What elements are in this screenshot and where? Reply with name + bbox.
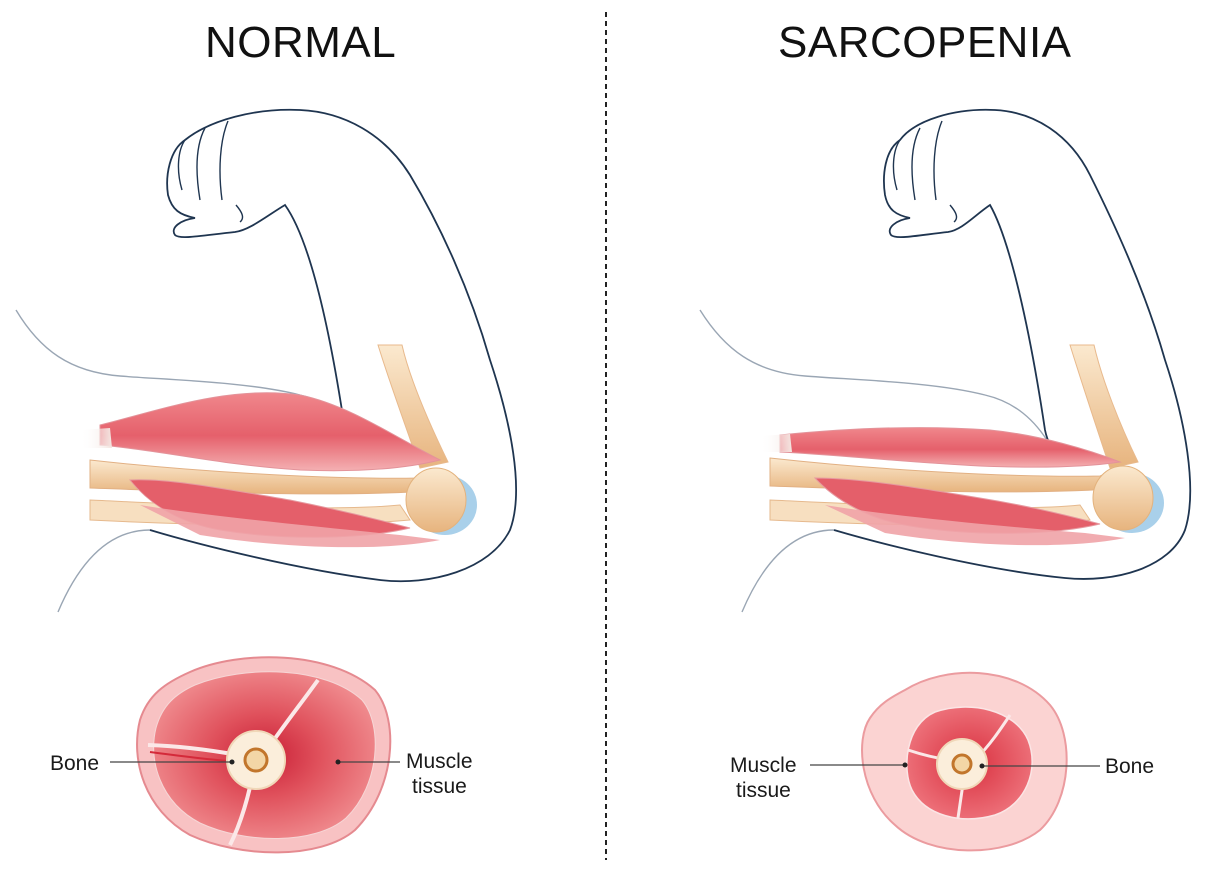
normal-cross-section bbox=[110, 656, 400, 854]
normal-title: NORMAL bbox=[205, 18, 397, 67]
sarcopenia-biceps-tendon bbox=[760, 434, 792, 452]
sarcopenia-biceps bbox=[779, 427, 1122, 468]
normal-biceps bbox=[99, 392, 442, 472]
normal-bone-label: Bone bbox=[50, 752, 100, 775]
normal-fist-fingers bbox=[177, 120, 244, 223]
sarcopenia-muscle-label-line1: Muscle bbox=[730, 754, 797, 777]
normal-muscle-label-line2: tissue bbox=[412, 775, 467, 798]
normal-arm-outline bbox=[149, 108, 517, 583]
sarcopenia-bone-cortex bbox=[951, 753, 973, 775]
sarcopenia-arm-illustration bbox=[699, 108, 1192, 613]
normal-lower-muscle-2 bbox=[140, 505, 440, 548]
sarcopenia-elbow-joint bbox=[1092, 465, 1154, 531]
sarcopenia-humerus bbox=[1069, 344, 1139, 469]
sarcopenia-cross-section bbox=[810, 671, 1100, 852]
normal-muscle-label-line1: Muscle bbox=[406, 750, 473, 773]
normal-humerus bbox=[377, 344, 449, 469]
sarcopenia-muscle-label: Muscle tissue bbox=[730, 753, 797, 803]
normal-muscle-label: Muscle tissue bbox=[406, 749, 473, 799]
sarcopenia-title: SARCOPENIA bbox=[778, 18, 1072, 67]
normal-arm-illustration bbox=[15, 108, 517, 613]
sarcopenia-lower-muscle-2 bbox=[825, 505, 1125, 546]
normal-elbow-joint bbox=[405, 467, 467, 533]
sarcopenia-chest-outline bbox=[741, 529, 835, 613]
sarcopenia-fist-fingers bbox=[892, 120, 958, 223]
sarcopenia-back-outline bbox=[699, 309, 1051, 446]
normal-chest-outline bbox=[57, 529, 151, 613]
sarcopenia-muscle-label-line2: tissue bbox=[736, 779, 791, 802]
normal-biceps-tendon bbox=[80, 428, 112, 448]
sarcopenia-bone-label: Bone bbox=[1105, 755, 1155, 778]
normal-bone-cortex bbox=[243, 747, 269, 773]
sarcopenia-arm-outline bbox=[833, 108, 1192, 580]
